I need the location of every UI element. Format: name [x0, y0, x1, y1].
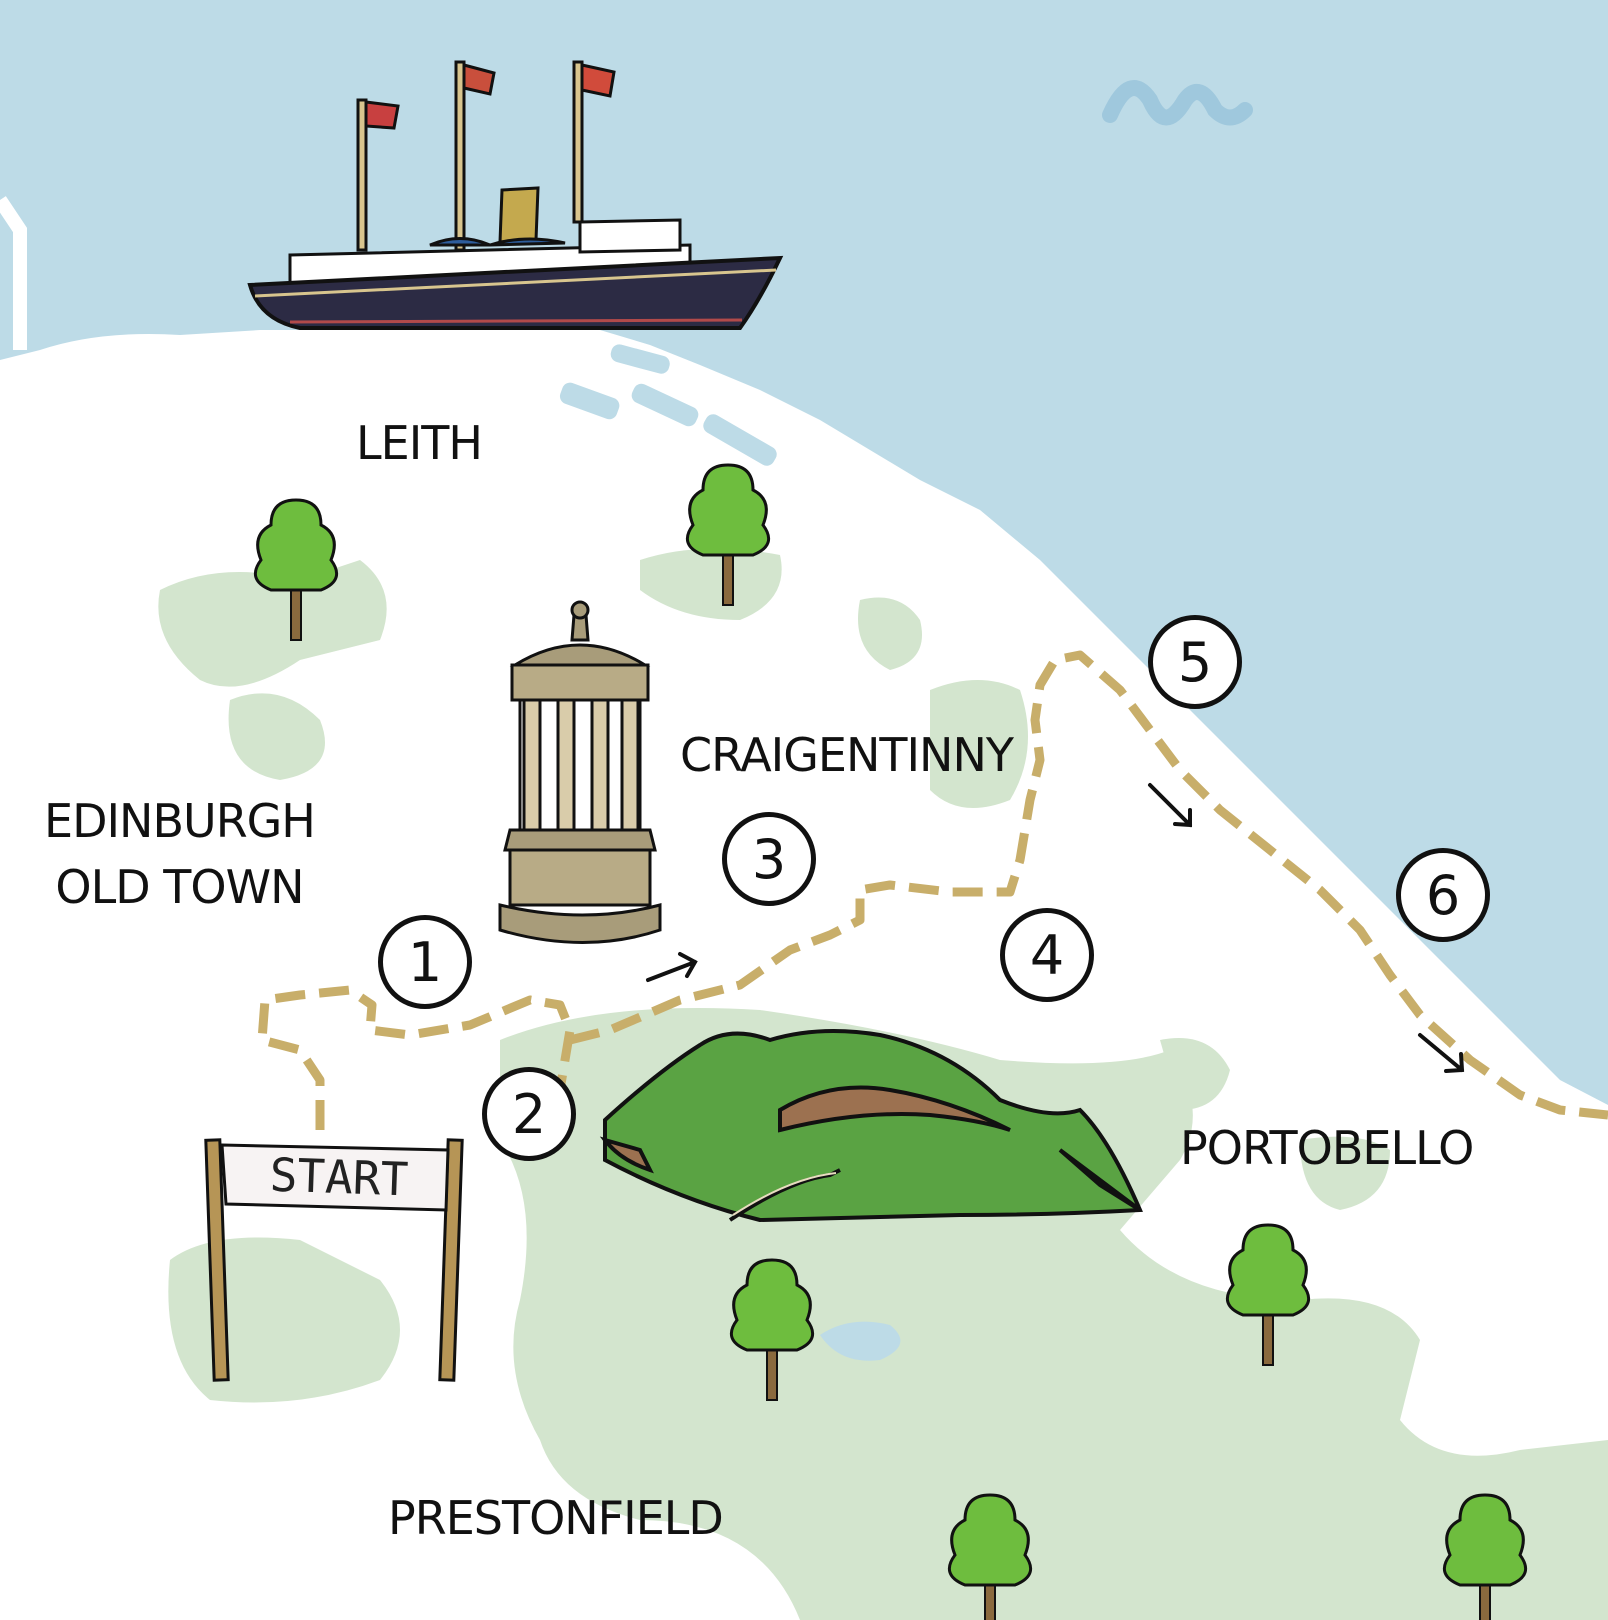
start-sign-label: START — [268, 1147, 410, 1207]
arthurs-seat-illustration — [599, 1029, 1143, 1223]
stop-marker-4: 4 — [1000, 908, 1094, 1002]
place-label-craigentinny: CRAIGENTINNY — [680, 728, 1014, 782]
pond — [820, 1321, 901, 1361]
stop-marker-2: 2 — [482, 1067, 576, 1161]
tree-icon — [685, 463, 771, 606]
direction-arrows — [646, 783, 1465, 1073]
place-label-prestonfield: PRESTONFIELD — [388, 1491, 724, 1545]
tree-icon — [1442, 1493, 1528, 1620]
flag-masts — [356, 60, 616, 252]
place-label-leith: LEITH — [356, 416, 483, 470]
place-label-edinburgh-old-town: EDINBURGH OLD TOWN — [44, 794, 316, 914]
docks — [559, 344, 777, 466]
wave-mark — [1102, 80, 1253, 126]
walking-route — [257, 650, 1608, 1130]
royal-yacht-illustration — [247, 60, 784, 330]
tree-icons — [253, 463, 1528, 1620]
place-label-portobello: PORTOBELLO — [1180, 1121, 1474, 1175]
tree-icon — [729, 1258, 815, 1401]
stop-marker-5: 5 — [1148, 615, 1242, 709]
tree-icon — [947, 1493, 1033, 1620]
stop-marker-3: 3 — [722, 812, 816, 906]
tree-icon — [253, 498, 339, 641]
tree-icon — [1225, 1223, 1311, 1366]
stop-marker-1: 1 — [378, 915, 472, 1009]
funnel — [498, 186, 540, 244]
start-sign-illustration — [204, 1138, 464, 1382]
stop-marker-6: 6 — [1396, 848, 1490, 942]
monument-illustration — [498, 600, 662, 944]
